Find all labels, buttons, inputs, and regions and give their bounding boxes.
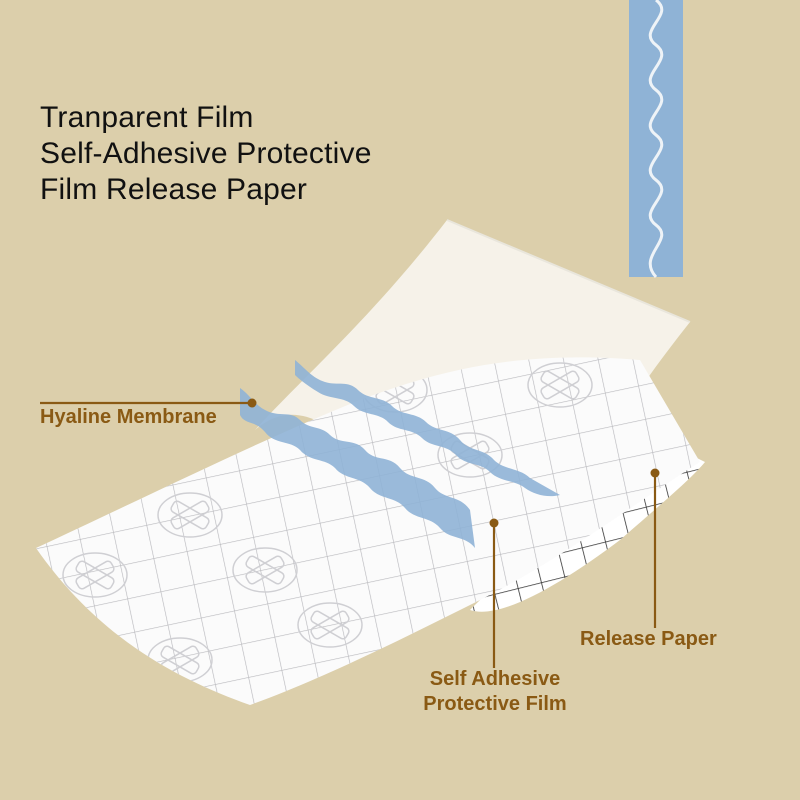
leader-lines [40, 398, 660, 668]
headline-line-1: Tranparent Film [40, 101, 254, 134]
hyaline-membrane-label: Hyaline Membrane [40, 406, 217, 428]
self-adhesive-film-label: Self Adhesive Protective Film [405, 667, 585, 717]
blue-strip-sample [629, 0, 683, 279]
headline-line-3: Film Release Paper [40, 173, 308, 206]
headline: Tranparent Film Self-Adhesive Protective… [40, 100, 372, 208]
self-adhesive-label-line-1: Self Adhesive [429, 668, 561, 690]
blue-wavy-strips [240, 360, 560, 548]
headline-line-2: Self-Adhesive Protective [40, 137, 372, 170]
self-adhesive-label-line-2: Protective Film [423, 693, 567, 715]
release-paper-label: Release Paper [580, 628, 717, 650]
